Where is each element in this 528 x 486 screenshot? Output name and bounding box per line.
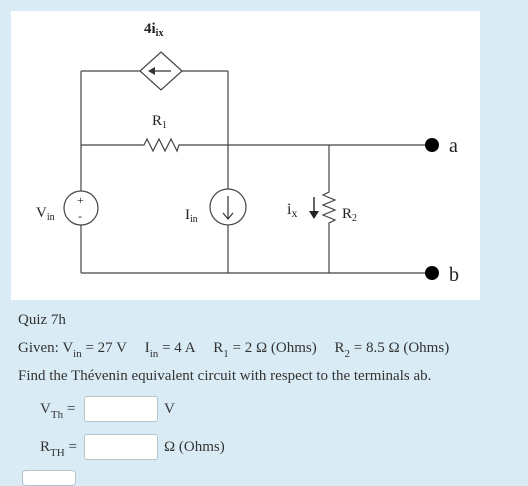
rth-label: RTH = <box>40 438 77 459</box>
vth-label: VTh = <box>40 400 76 421</box>
dependent-source-arrowhead <box>148 67 155 75</box>
dependent-source-label: 4iix <box>144 21 163 39</box>
rth-input[interactable] <box>84 434 158 460</box>
terminal-b-label: b <box>449 264 459 286</box>
rth-answer-row: RTH = Ω (Ohms) <box>40 432 225 462</box>
vth-answer-row: VTh = V <box>40 394 175 424</box>
voltage-source-vin <box>63 190 99 226</box>
given-r1: R1 = 2 Ω (Ohms) <box>213 340 317 360</box>
circuit-figure: 4iix R1 Vin + - Iin ix R2 a b <box>11 11 480 300</box>
given-prefix: Given: <box>18 340 59 356</box>
vin-plus-sign: + <box>77 193 84 207</box>
terminal-b-dot <box>425 266 439 280</box>
ix-label: ix <box>287 201 297 220</box>
vin-label: Vin <box>36 205 55 223</box>
r2-label: R2 <box>342 206 357 224</box>
rth-unit: Ω (Ohms) <box>164 438 225 455</box>
ix-arrowhead <box>309 211 319 219</box>
circuit-diagram: 4iix R1 Vin + - Iin ix R2 a b <box>36 21 459 286</box>
given-vin: Vin = 27 V <box>62 340 127 360</box>
terminal-a-label: a <box>449 135 458 157</box>
resistor-r1 <box>141 137 181 153</box>
resistor-r2 <box>321 189 337 227</box>
vth-unit: V <box>164 400 175 417</box>
given-r2: R2 = 8.5 Ω (Ohms) <box>334 340 450 360</box>
next-element-edge[interactable] <box>22 470 76 486</box>
given-iin: Iin = 4 A <box>144 340 196 360</box>
quiz-title: Quiz 7h <box>18 312 66 328</box>
vin-minus-sign: - <box>78 209 82 223</box>
iin-label: Iin <box>185 207 198 225</box>
r1-label: R1 <box>152 113 167 131</box>
instruction-text: Find the Thévenin equivalent circuit wit… <box>18 368 432 384</box>
given-line: Given: Vin = 27 V Iin = 4 A R1 = 2 Ω (Oh… <box>18 340 450 360</box>
terminal-a-dot <box>425 138 439 152</box>
iin-arrowhead <box>222 212 234 220</box>
vth-input[interactable] <box>84 396 158 422</box>
